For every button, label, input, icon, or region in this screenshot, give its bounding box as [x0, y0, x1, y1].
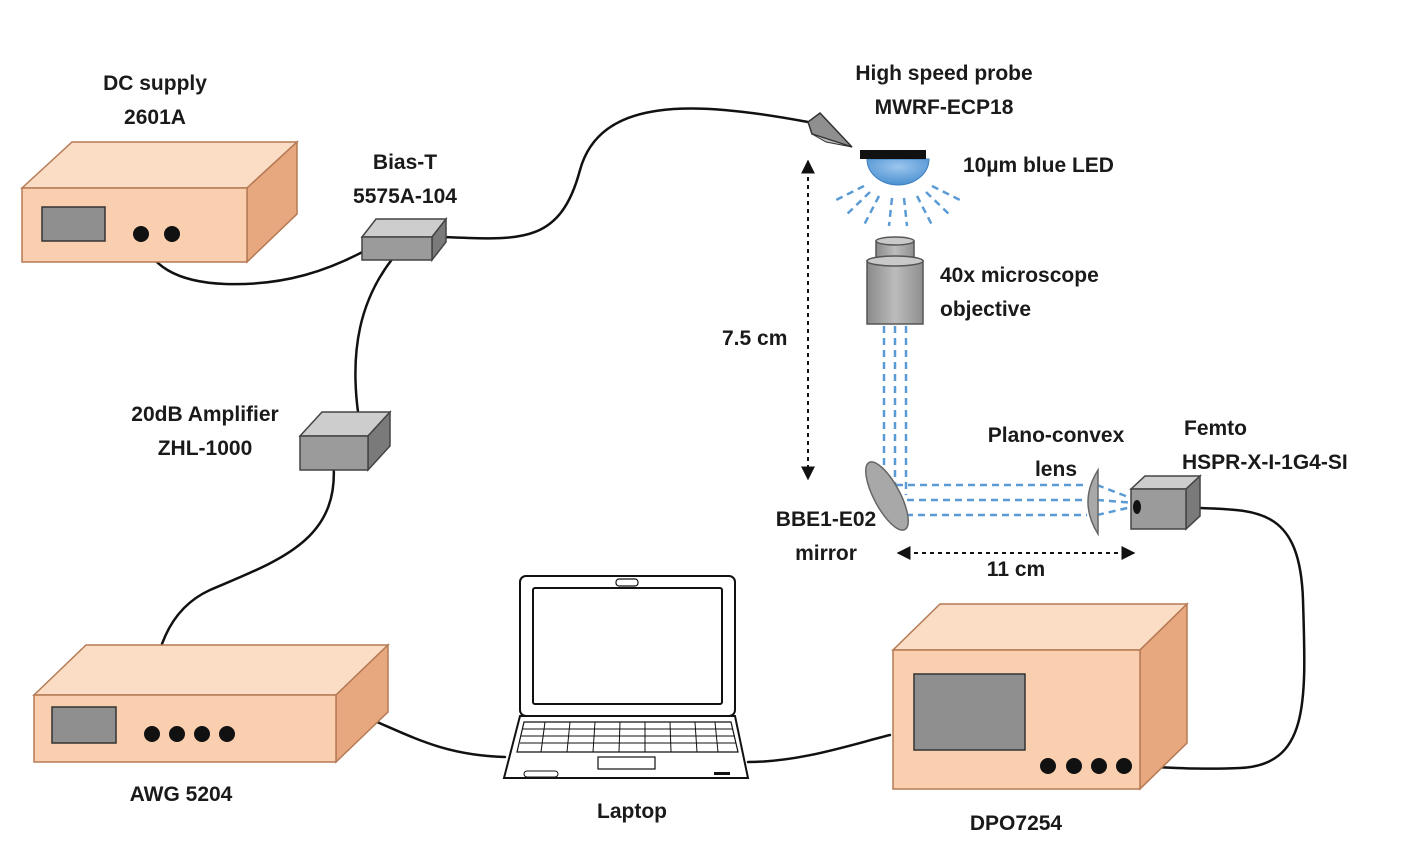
- oscilloscope-screen: [913, 673, 1026, 751]
- dc-supply-display: [41, 206, 106, 242]
- cable-bias-t-to-probe: [441, 107, 810, 240]
- awg-terminal: [144, 726, 160, 742]
- awg-terminal: [219, 726, 235, 742]
- laptop-touchpad: [597, 756, 656, 770]
- led-emission: [835, 184, 961, 227]
- mirror: [865, 461, 909, 531]
- awg-terminal: [169, 726, 185, 742]
- oscilloscope-terminal: [1066, 758, 1082, 774]
- laptop: [502, 575, 750, 779]
- high-speed-probe: [807, 111, 853, 148]
- awg-label: AWG 5204: [129, 783, 233, 806]
- femto-detector: [1129, 474, 1202, 531]
- oscilloscope-label: DPO7254: [969, 812, 1063, 835]
- femto-aperture: [1133, 500, 1141, 514]
- plano-convex-lens: [1087, 467, 1099, 537]
- cable-femto-to-oscilloscope: [1128, 506, 1306, 770]
- awg-display: [51, 706, 117, 744]
- oscilloscope-terminal: [1116, 758, 1132, 774]
- led-label: 10µm blue LED: [963, 154, 1114, 177]
- collimated-beam: [882, 326, 1137, 517]
- awg-terminal: [194, 726, 210, 742]
- led-substrate: [860, 150, 926, 159]
- dc-supply-terminal: [164, 226, 180, 242]
- dc-supply-box: [20, 140, 299, 264]
- blue-led: [860, 150, 930, 186]
- bias-t-module: [360, 216, 448, 263]
- laptop-keyboard: [520, 721, 736, 753]
- cable-bias-t-to-amplifier: [354, 256, 395, 414]
- laptop-label: Laptop: [597, 800, 667, 823]
- dc-supply-terminal: [133, 226, 149, 242]
- amplifier-module: [298, 410, 392, 472]
- awg-box: [32, 643, 390, 764]
- cable-laptop-to-oscilloscope: [746, 733, 892, 764]
- oscilloscope-terminal: [1091, 758, 1107, 774]
- oscilloscope-box: [891, 602, 1189, 791]
- horizontal-distance-label: 11 cm: [986, 558, 1046, 581]
- microscope-objective: [866, 236, 924, 325]
- vertical-distance-label: 7.5 cm: [722, 327, 788, 350]
- oscilloscope-terminal: [1040, 758, 1056, 774]
